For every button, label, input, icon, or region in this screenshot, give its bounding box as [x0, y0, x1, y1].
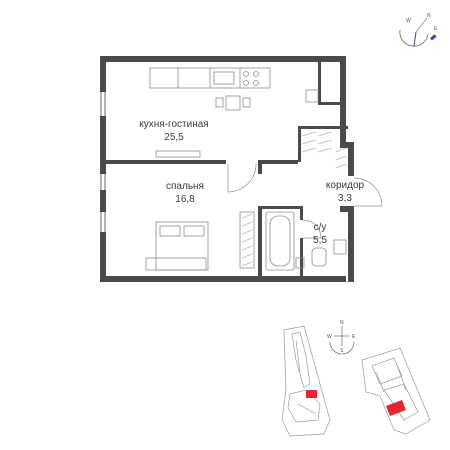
site-compass-south-label: S: [340, 348, 344, 354]
room-area-kitchen-living: 25,5: [164, 132, 184, 143]
wall-left-upper: [100, 56, 106, 92]
site-compass-east-label: E: [352, 334, 356, 340]
wall-living-bedroom: [106, 160, 226, 164]
dining-table: [215, 95, 251, 111]
room-area-bathroom: 5,5: [313, 235, 327, 246]
bathtub-icon: [265, 211, 295, 271]
room-labels: кухня-гостиная 25,5 спальня 16,8 коридор…: [139, 119, 364, 246]
compass-north-label: N: [427, 13, 431, 19]
bedroom-furniture: [145, 211, 255, 271]
bathroom-fixtures: [265, 211, 347, 271]
washbasin-icon: [333, 239, 347, 255]
door-swings: [227, 163, 383, 239]
site-plan-left-building: [281, 325, 331, 437]
site-plan-right-building: [361, 347, 431, 435]
site-compass-north-label: N: [340, 320, 344, 326]
compass-east-label: E: [434, 26, 438, 32]
compass-west-label: W: [406, 18, 411, 24]
bed-icon: [155, 221, 209, 271]
wardrobe-icon: [239, 211, 255, 269]
wall-right-upper: [340, 56, 346, 142]
room-name-corridor: коридор: [326, 180, 365, 191]
room-name-bedroom: спальня: [166, 181, 204, 192]
apartment-walls: [100, 56, 354, 282]
room-name-kitchen-living: кухня-гостиная: [139, 119, 208, 130]
room-name-bathroom: с/у: [314, 222, 327, 233]
wardrobe-hatching: [241, 131, 347, 267]
room-area-corridor: 3,3: [338, 193, 352, 204]
kitchen-counter: [149, 67, 319, 103]
site-highlight-left: [306, 390, 317, 398]
wall-bottom: [100, 276, 346, 282]
room-area-bedroom: 16,8: [175, 194, 195, 205]
stove-burner-icon: [243, 71, 249, 77]
toilet-icon: [311, 247, 327, 267]
fridge-icon: [305, 89, 319, 103]
compass-rose-icon: N E W: [399, 13, 438, 47]
site-highlight-right: [386, 400, 406, 416]
site-compass-icon: N E S W: [327, 320, 356, 355]
wall-bedroom-bath: [258, 206, 262, 276]
windows: [100, 92, 106, 232]
site-compass-west-label: W: [327, 334, 332, 340]
living-furniture: [155, 150, 201, 158]
sink-icon: [213, 71, 235, 85]
